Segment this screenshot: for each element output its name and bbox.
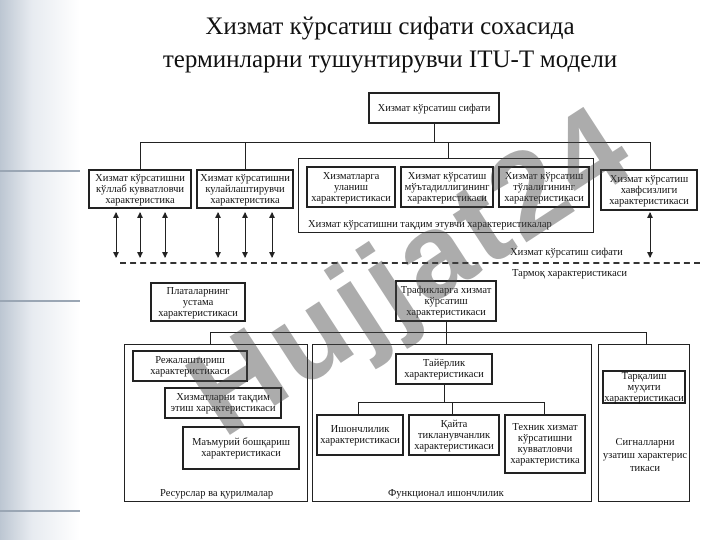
recoverability-characteristic-box: Қайта тикланувчанлик характеристикаси (408, 414, 500, 456)
stability-characteristic-box: Хизмат кўрсатиш мўътадиллигининг характе… (400, 166, 494, 208)
double-arrow (162, 212, 168, 258)
connector (210, 332, 646, 333)
administrative-management-box: Маъмурий бошқариш характеристикаси (182, 426, 300, 470)
connector (650, 142, 651, 169)
connector (210, 332, 211, 344)
connector (646, 332, 647, 344)
connector (452, 402, 453, 414)
maintenance-support-box: Техник хизмат кўрсатишни кувватловчи хар… (504, 414, 586, 474)
connector (448, 142, 449, 158)
signal-transmission-group (598, 344, 690, 502)
double-arrow (269, 212, 275, 258)
divider-label-upper: Хизмат кўрсатиш сифати (510, 247, 623, 258)
traffic-service-characteristic-box: Трафикларга хизмат кўрсатиш характеристи… (395, 280, 497, 322)
connector (444, 385, 445, 402)
title-line-1: Хизмат кўрсатиш сифати сохасида (205, 13, 575, 40)
double-arrow (647, 212, 653, 258)
service-provision-group (298, 158, 594, 233)
dashed-divider (120, 262, 700, 264)
functional-reliability-group (312, 344, 592, 502)
double-arrow (137, 212, 143, 258)
completeness-characteristic-box: Хизмат кўрсатиш тўлалигининг характерист… (498, 166, 590, 208)
service-quality-box: Хизмат кўрсатиш сифати (368, 92, 500, 124)
resources-group (124, 344, 308, 502)
convenience-characteristic-box: Хизмат кўрсатишни кулайлаштирувчи характ… (196, 169, 294, 209)
decoration-line (0, 300, 80, 302)
decoration-line (0, 510, 80, 512)
decoration-line (0, 170, 80, 172)
divider-label-lower: Тармоқ характеристикаси (512, 268, 628, 279)
connector (358, 402, 359, 414)
support-characteristic-box: Хизмат кўрсатишни кўллаб кувватловчи хар… (88, 169, 192, 209)
slide-side-decoration (0, 0, 80, 540)
double-arrow (242, 212, 248, 258)
service-provision-group-label: Хизмат кўрсатишни тақдим этувчи характер… (308, 219, 552, 230)
functional-reliability-label: Функционал ишончлилик (388, 488, 504, 499)
reliability-characteristic-box: Ишончлилик характеристикаси (316, 414, 404, 456)
resources-group-label: Ресурслар ва қурилмалар (160, 488, 274, 499)
propagation-medium-box: Тарқалиш муҳити характеристикаси (602, 370, 686, 404)
connector (140, 142, 141, 169)
connector (140, 142, 650, 143)
access-characteristic-box: Хизматларга уланиш характеристикаси (306, 166, 396, 208)
double-arrow (215, 212, 221, 258)
title-line-2: терминларни тушунтирувчи ITU-T модели (162, 46, 618, 73)
readiness-characteristic-box: Тайёрлик характеристикаси (395, 353, 493, 385)
service-delivery-characteristic-box: Хизматларни тақдим этиш характеристикаси (164, 387, 282, 419)
connector (245, 142, 246, 169)
signal-transmission-label: Сигналларни узатиш характерис тикаси (602, 437, 688, 474)
planning-characteristic-box: Режалаштириш характеристикаси (132, 350, 248, 382)
connector (544, 402, 545, 414)
board-overlay-characteristic-box: Платаларнинг устама характеристикаси (150, 282, 246, 322)
security-characteristic-box: Хизмат кўрсатиш хавфсизлиги характеристи… (600, 169, 698, 211)
connector (446, 332, 447, 344)
connector (446, 322, 447, 332)
slide-title: Хизмат кўрсатиш сифати сохасида терминла… (90, 10, 690, 76)
connector (358, 402, 544, 403)
double-arrow (113, 212, 119, 258)
connector (434, 124, 435, 142)
